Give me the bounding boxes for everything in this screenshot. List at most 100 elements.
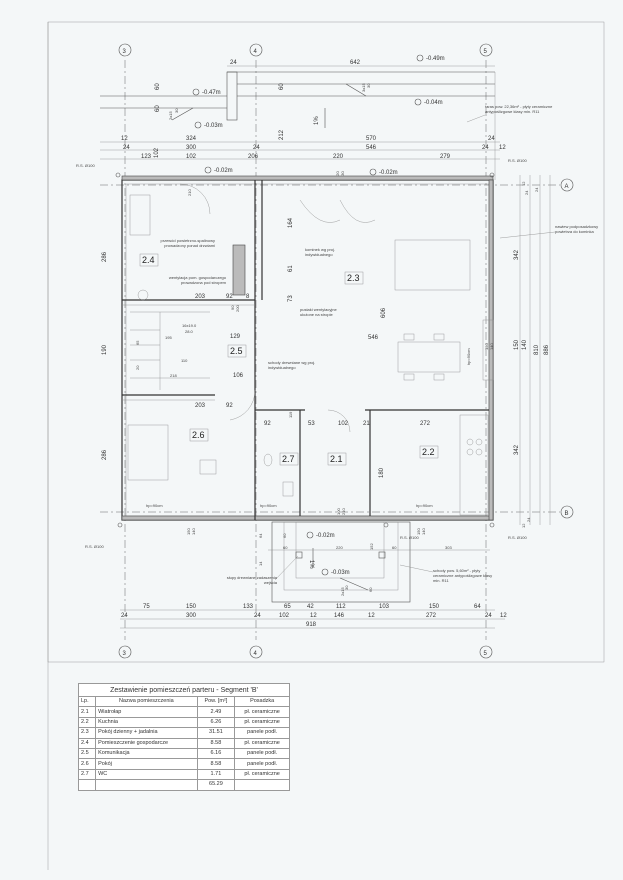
svg-text:12: 12	[500, 613, 507, 619]
svg-text:hp=90cm: hp=90cm	[416, 503, 433, 508]
svg-text:12: 12	[310, 613, 317, 619]
svg-text:65: 65	[135, 340, 140, 345]
svg-text:140: 140	[421, 528, 426, 535]
svg-text:140: 140	[489, 343, 494, 350]
svg-text:14: 14	[258, 561, 263, 566]
svg-text:24: 24	[526, 517, 531, 522]
svg-text:150: 150	[416, 528, 421, 535]
svg-text:8: 8	[246, 294, 250, 300]
svg-text:152: 152	[369, 543, 374, 550]
svg-text:-0.49m: -0.49m	[426, 56, 445, 62]
svg-text:12: 12	[368, 613, 375, 619]
svg-text:2.3: 2.3	[347, 273, 360, 283]
svg-text:272: 272	[426, 613, 437, 619]
svg-text:342: 342	[514, 249, 520, 260]
room-labels: 2.4 2.5 2.3 2.6 2.7 2.1 2.2	[139, 253, 439, 466]
svg-text:24: 24	[485, 613, 492, 619]
svg-text:53: 53	[308, 421, 315, 427]
svg-text:-0.02m: -0.02m	[379, 170, 398, 176]
sofa	[394, 239, 471, 291]
level-marks: -0.49m -0.47m -0.04m -0.03m -0.02m -0.02…	[192, 54, 445, 576]
note-chimney: kominek wg proj. indywidualnego	[305, 247, 336, 257]
svg-text:180: 180	[379, 467, 385, 478]
svg-text:20: 20	[135, 365, 140, 370]
svg-text:-0.03m: -0.03m	[204, 123, 223, 129]
svg-text:24: 24	[524, 190, 529, 195]
svg-text:12: 12	[521, 181, 526, 186]
svg-text:4: 4	[254, 651, 258, 657]
svg-text:5: 5	[484, 49, 488, 55]
svg-text:R.S. Ø100: R.S. Ø100	[76, 163, 95, 168]
svg-text:129: 129	[230, 334, 241, 340]
svg-text:1%: 1%	[308, 560, 314, 569]
svg-text:2.5: 2.5	[230, 346, 243, 356]
svg-text:918: 918	[306, 622, 317, 628]
svg-text:16x19.0: 16x19.0	[182, 323, 197, 328]
svg-text:42: 42	[307, 604, 314, 610]
svg-text:2.1: 2.1	[330, 454, 343, 464]
svg-text:24: 24	[254, 613, 261, 619]
svg-text:65: 65	[284, 604, 291, 610]
svg-text:24: 24	[123, 145, 130, 151]
svg-text:150: 150	[186, 528, 191, 535]
furniture	[127, 194, 489, 516]
svg-text:73: 73	[288, 295, 294, 302]
svg-text:2.4: 2.4	[142, 255, 155, 265]
entrance-steps: 1% 60 220 60 303 64 14 152 60 2x15 30 60	[258, 521, 490, 603]
svg-text:5: 5	[484, 651, 488, 657]
svg-text:60: 60	[392, 545, 397, 550]
svg-text:146: 146	[334, 613, 345, 619]
svg-text:60: 60	[155, 105, 161, 112]
grid-bubbles: 3 4 5 3 4 5 A B	[118, 43, 574, 659]
svg-text:60: 60	[283, 545, 288, 550]
svg-text:886: 886	[544, 344, 550, 355]
svg-text:570: 570	[366, 136, 377, 142]
svg-text:60: 60	[279, 83, 285, 90]
svg-text:24: 24	[482, 145, 489, 151]
post-icon	[295, 551, 303, 559]
svg-text:-0.03m: -0.03m	[331, 570, 350, 576]
svg-text:24: 24	[253, 145, 260, 151]
svg-text:103: 103	[379, 604, 390, 610]
svg-text:190: 190	[102, 344, 108, 355]
svg-text:3: 3	[123, 49, 127, 55]
svg-text:1%: 1%	[314, 116, 320, 125]
door-swing	[179, 183, 211, 215]
svg-text:92: 92	[264, 421, 271, 427]
room-schedule-table: Zestawienie pomieszczeń parteru - Segmen…	[77, 683, 290, 791]
svg-text:150: 150	[429, 604, 440, 610]
svg-text:220: 220	[335, 171, 340, 178]
svg-text:100: 100	[336, 508, 341, 515]
svg-text:hp=90cm: hp=90cm	[260, 503, 277, 508]
post-icon	[378, 551, 386, 559]
svg-text:106: 106	[233, 373, 244, 379]
svg-text:203: 203	[195, 294, 206, 300]
svg-text:60: 60	[368, 587, 373, 592]
svg-text:112: 112	[336, 604, 346, 610]
svg-text:286: 286	[102, 449, 108, 460]
kitchen-counter	[459, 414, 489, 516]
svg-text:164: 164	[288, 217, 294, 228]
svg-text:279: 279	[440, 154, 451, 160]
svg-text:210: 210	[187, 189, 192, 196]
svg-text:28.0: 28.0	[185, 329, 194, 334]
svg-text:60: 60	[282, 533, 287, 538]
svg-text:123: 123	[141, 154, 152, 160]
svg-text:546: 546	[366, 145, 377, 151]
svg-text:210: 210	[341, 508, 346, 515]
washbasin	[263, 453, 273, 467]
note-steps: schody pow. 5,60m² - płyty ceramiczne an…	[433, 568, 493, 583]
svg-text:12: 12	[521, 523, 526, 528]
svg-text:24: 24	[488, 136, 495, 142]
svg-text:24: 24	[230, 60, 237, 66]
svg-text:-0.02m: -0.02m	[316, 533, 335, 539]
svg-text:140: 140	[191, 528, 196, 535]
table-header: Lp. Nazwa pomieszczenia Pow. [m²] Posadz…	[77, 695, 290, 708]
note-posts: słupy drewniane zadaszenia wejścia	[226, 575, 277, 585]
svg-text:119: 119	[288, 411, 293, 418]
svg-text:546: 546	[368, 335, 379, 341]
walls	[121, 175, 494, 521]
